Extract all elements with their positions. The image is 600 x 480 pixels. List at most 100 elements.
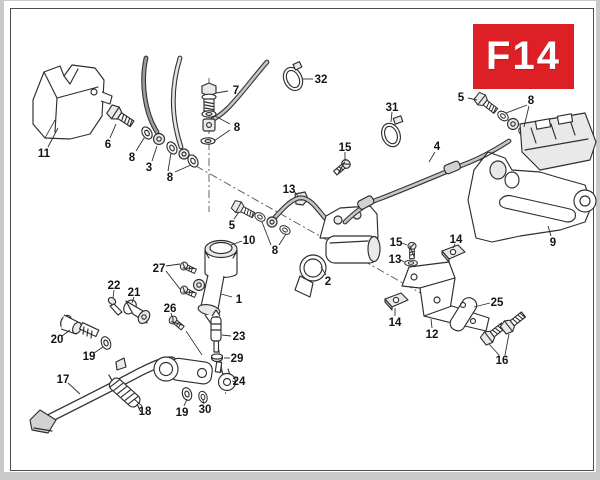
part-pushrod-23 bbox=[210, 309, 222, 353]
callout-27: 27 bbox=[153, 263, 166, 275]
leader-line bbox=[67, 382, 81, 395]
callout-24: 24 bbox=[233, 376, 246, 388]
leader-line bbox=[320, 266, 327, 276]
leader-line bbox=[488, 343, 500, 356]
callout-7: 7 bbox=[233, 85, 239, 97]
leader-line bbox=[165, 263, 181, 267]
leader-line bbox=[401, 242, 408, 246]
part-pad-21 bbox=[123, 299, 151, 324]
leader-line bbox=[547, 225, 552, 237]
leader-line bbox=[167, 152, 172, 172]
callout-31: 31 bbox=[386, 102, 399, 114]
callout-4: 4 bbox=[434, 141, 441, 153]
part-plate-25 bbox=[449, 297, 478, 332]
part-caliper-2 bbox=[294, 205, 381, 298]
figure-code-badge: F14 bbox=[473, 24, 574, 89]
callout-25: 25 bbox=[491, 297, 504, 309]
part-spring-18 bbox=[108, 374, 142, 413]
callout-14: 14 bbox=[450, 234, 463, 246]
leader-line bbox=[131, 296, 135, 304]
callout-15: 15 bbox=[339, 142, 352, 154]
callout-21: 21 bbox=[128, 287, 141, 299]
callout-16: 16 bbox=[496, 355, 509, 367]
callout-29: 29 bbox=[231, 353, 244, 365]
part-master-cylinder-1 bbox=[192, 239, 238, 326]
part-pedal-17 bbox=[29, 356, 213, 434]
callout-10: 10 bbox=[243, 235, 256, 247]
leader-line bbox=[135, 137, 145, 152]
callout-5: 5 bbox=[458, 92, 465, 104]
callout-19: 19 bbox=[176, 407, 189, 419]
leader-line bbox=[278, 233, 287, 246]
callout-9: 9 bbox=[550, 237, 556, 249]
leader-line bbox=[215, 90, 229, 94]
leader-line bbox=[93, 346, 104, 354]
leader-line bbox=[390, 111, 393, 123]
callout-8: 8 bbox=[129, 152, 136, 164]
leader-line bbox=[214, 115, 231, 125]
callout-8: 8 bbox=[167, 172, 174, 184]
leader-line bbox=[112, 289, 115, 299]
leader-line bbox=[151, 145, 158, 162]
leader-line bbox=[202, 399, 205, 405]
leader-line bbox=[233, 211, 240, 220]
leader-line bbox=[133, 398, 143, 407]
callout-13: 13 bbox=[283, 184, 296, 196]
part-pin-22 bbox=[107, 296, 123, 316]
leader-line bbox=[504, 333, 510, 356]
callout-3: 3 bbox=[146, 162, 152, 174]
leader-line bbox=[213, 129, 231, 142]
leader-line bbox=[165, 270, 181, 290]
leader-line bbox=[109, 123, 117, 139]
leader-line bbox=[231, 380, 237, 383]
callout-22: 22 bbox=[108, 280, 121, 292]
leader-line bbox=[174, 164, 192, 173]
leader-line bbox=[467, 97, 478, 101]
callout-14: 14 bbox=[389, 317, 402, 329]
part-hose-3 bbox=[141, 55, 190, 160]
part-clamp-32 bbox=[282, 61, 304, 92]
part-nut-29 bbox=[210, 353, 224, 363]
leader-line bbox=[473, 302, 491, 308]
part-rear-caliper-9 bbox=[467, 112, 597, 243]
callout-20: 20 bbox=[51, 334, 64, 346]
leader-line bbox=[61, 329, 71, 337]
leader-line bbox=[293, 190, 299, 197]
callout-8: 8 bbox=[272, 245, 279, 257]
leader-line bbox=[523, 105, 530, 128]
part-clamp-31 bbox=[381, 115, 404, 148]
leader-line bbox=[400, 259, 405, 263]
leader-line bbox=[183, 398, 188, 407]
leader-line bbox=[428, 151, 436, 163]
leader-line bbox=[261, 221, 272, 246]
callout-2: 2 bbox=[325, 276, 331, 288]
callout-5: 5 bbox=[229, 220, 236, 232]
leader-line bbox=[170, 312, 173, 318]
leader-line bbox=[220, 293, 233, 298]
callout-11: 11 bbox=[38, 148, 51, 160]
part-guard-11 bbox=[32, 64, 113, 140]
part-banjo-7 bbox=[201, 59, 270, 132]
leader-line bbox=[47, 127, 59, 148]
figure-code: F14 bbox=[486, 34, 561, 78]
page-border bbox=[10, 8, 594, 471]
leader-line bbox=[505, 104, 528, 114]
callout-32: 32 bbox=[315, 74, 328, 86]
callout-15: 15 bbox=[390, 237, 403, 249]
callout-8: 8 bbox=[234, 122, 241, 134]
callout-18: 18 bbox=[139, 406, 152, 418]
callout-8: 8 bbox=[528, 95, 535, 107]
leader-line bbox=[230, 240, 243, 246]
leader-line bbox=[452, 243, 456, 249]
callout-12: 12 bbox=[426, 329, 439, 341]
callout-6: 6 bbox=[105, 139, 111, 151]
callouts: 1168387832311513510827126222120191718232… bbox=[38, 74, 556, 419]
leader-line bbox=[221, 334, 232, 337]
callout-13: 13 bbox=[389, 254, 402, 266]
callout-1: 1 bbox=[236, 294, 243, 306]
callout-19: 19 bbox=[83, 351, 96, 363]
callout-23: 23 bbox=[233, 331, 246, 343]
callout-17: 17 bbox=[57, 374, 70, 386]
callout-26: 26 bbox=[164, 303, 177, 315]
